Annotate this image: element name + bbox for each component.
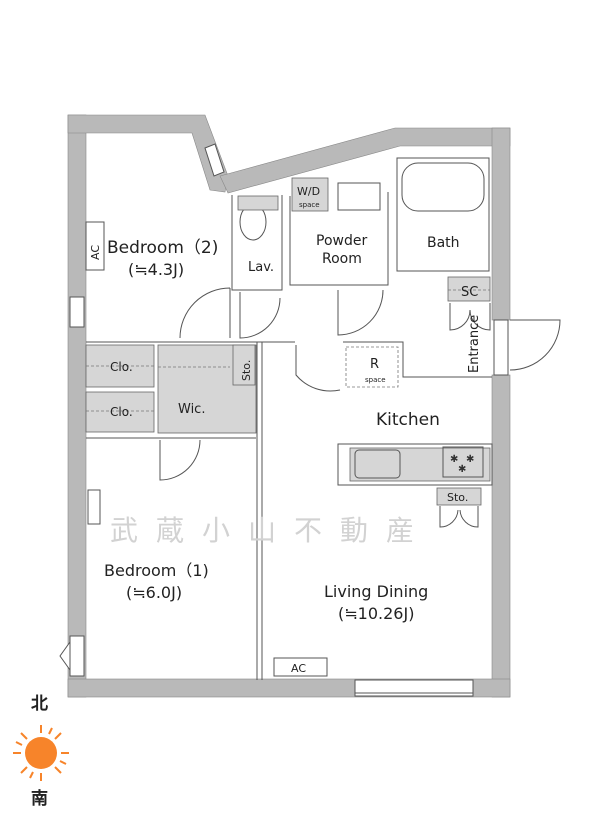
wd-label: W/D xyxy=(297,185,320,198)
interior-walls xyxy=(85,157,492,680)
doors xyxy=(159,287,561,528)
burner-icon: ✱ xyxy=(450,454,458,465)
powder-room-label-1: Powder xyxy=(316,233,367,249)
bedroom2-size: (≒4.3J) xyxy=(128,260,184,279)
burner-icon: ✱ xyxy=(458,464,466,475)
lav-label: Lav. xyxy=(248,260,274,275)
storage-hall-label: Sto. xyxy=(240,360,253,381)
fridge-space-label: space xyxy=(365,376,386,384)
living-dining-size: (≒10.26J) xyxy=(338,604,414,623)
fixtures: ✱ ✱ ✱ xyxy=(85,162,493,677)
closet-1-label: Clo. xyxy=(110,360,133,374)
fridge-label: R xyxy=(370,357,379,372)
closet-2-label: Clo. xyxy=(110,405,133,419)
north-label: 北 xyxy=(31,694,48,714)
wd-space-label: space xyxy=(299,201,320,209)
powder-room-label-2: Room xyxy=(322,251,362,267)
kitchen-label: Kitchen xyxy=(376,410,440,430)
walk-in-closet-label: Wic. xyxy=(178,402,205,417)
bath-label: Bath xyxy=(427,235,460,251)
burner-icon: ✱ xyxy=(466,454,474,465)
storage-kitchen-label: Sto. xyxy=(447,491,468,504)
watermark: 武蔵小山不動産 xyxy=(110,514,432,547)
bedroom2-name: Bedroom（2) xyxy=(107,238,218,258)
living-dining-name: Living Dining xyxy=(324,582,428,601)
entrance-label: Entrance xyxy=(467,315,482,373)
south-label: 南 xyxy=(31,788,48,809)
sun-icon xyxy=(13,725,69,781)
sc-label: SC xyxy=(461,285,478,300)
ac-living: AC xyxy=(291,662,306,675)
ac-bedroom2: AC xyxy=(89,245,102,260)
windows xyxy=(59,143,509,697)
bedroom1-size: (≒6.0J) xyxy=(126,583,182,602)
bedroom1-name: Bedroom（1) xyxy=(104,561,209,580)
